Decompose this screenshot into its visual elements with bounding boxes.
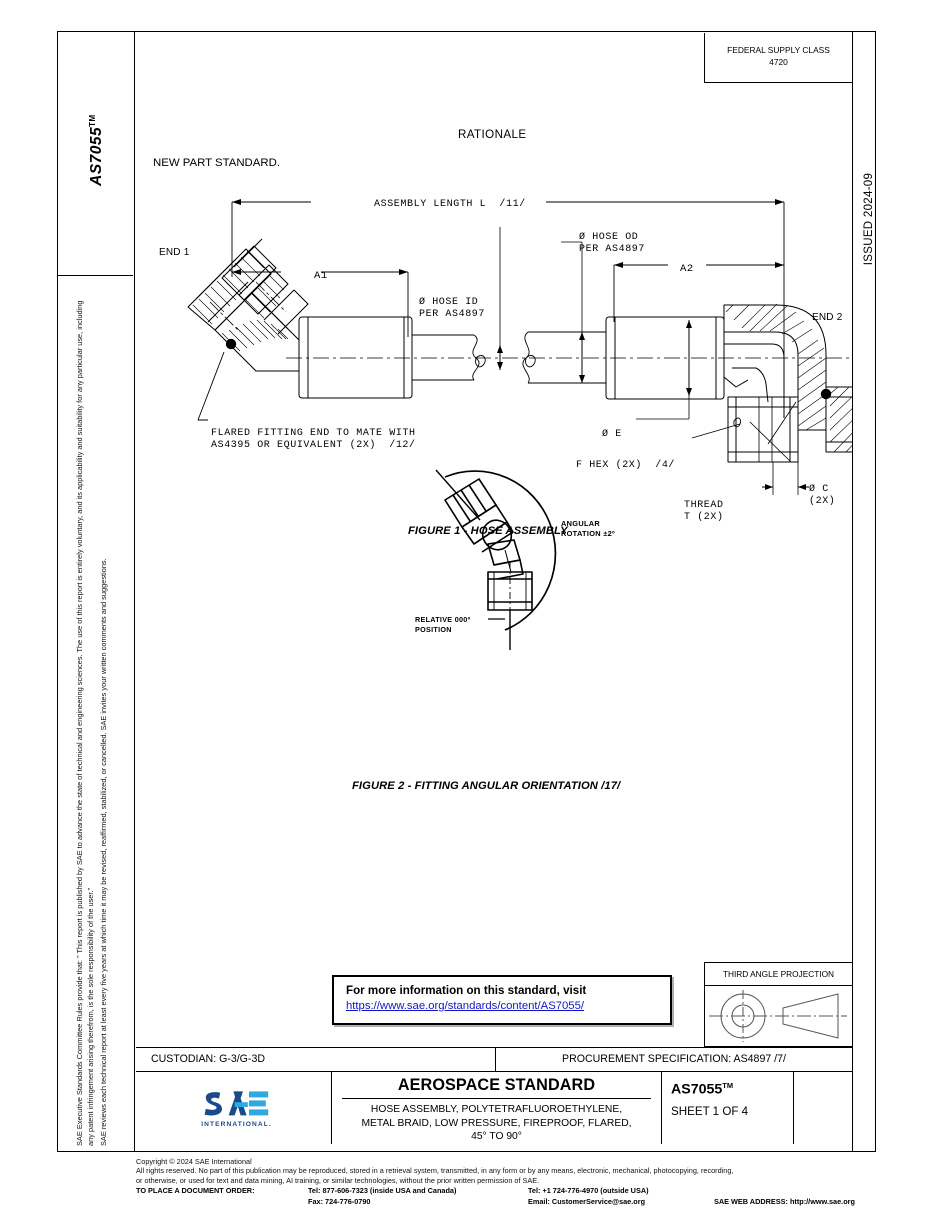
standard-url-link[interactable]: https://www.sae.org/standards/content/AS… (346, 1000, 585, 1012)
sae-logo-cell: INTERNATIONAL. (142, 1072, 332, 1144)
third-angle-projection-box: THIRD ANGLE PROJECTION (704, 962, 852, 1047)
label-flared-fitting-2: AS4395 OR EQUIVALENT (2X) /12/ (211, 440, 416, 451)
title-subtitle: HOSE ASSEMBLY, POLYTETRAFLUOROETHYLENE, … (332, 1103, 661, 1143)
drawing-canvas: FEDERAL SUPPLY CLASS 4720 RATIONALE NEW … (136, 32, 852, 1151)
more-information-box: For more information on this standard, v… (332, 975, 672, 1025)
standard-number-sidebar-box: AS7055TM (57, 31, 134, 276)
footer-order-row-1: TO PLACE A DOCUMENT ORDER: Tel: 877-606-… (136, 1186, 926, 1196)
procurement-specification-cell: PROCUREMENT SPECIFICATION: AS4897 /7/ (562, 1053, 786, 1065)
custodian-row: CUSTODIAN: G-3/G-3D PROCUREMENT SPECIFIC… (136, 1047, 852, 1072)
label-relative-position-1: RELATIVE 000º (415, 615, 471, 624)
label-angular-rotation-2: ROTATION ±2º (561, 529, 616, 538)
footer-copyright: Copyright © 2024 SAE International (136, 1157, 252, 1166)
footer-web-address: SAE WEB ADDRESS: http://www.sae.org (714, 1197, 855, 1207)
footer-tel-inside: Tel: 877-606-7323 (inside USA and Canada… (308, 1186, 457, 1196)
legal-sidebar-column: AS7055TM SAE Executive Standards Committ… (57, 31, 135, 1152)
footer-order-row-2: Fax: 724-776-0790 Email: CustomerService… (136, 1197, 926, 1207)
more-information-heading: For more information on this standard, v… (346, 984, 587, 997)
label-a1: A1 (314, 270, 328, 282)
sae-logo-icon (204, 1090, 268, 1115)
rationale-body-text: NEW PART STANDARD. (153, 157, 280, 169)
label-angular-rotation-1: ANGULAR (561, 519, 601, 528)
rationale-heading: RATIONALE (458, 128, 527, 141)
label-end-1: END 1 (159, 247, 190, 258)
figure-2-caption: FIGURE 2 - FITTING ANGULAR ORIENTATION /… (352, 780, 621, 792)
label-relative-position-2: POSITION (415, 625, 452, 634)
label-a2: A2 (680, 263, 694, 275)
document-number: AS7055TM (671, 1081, 793, 1098)
legal-paragraph-1: SAE Executive Standards Committee Rules … (75, 300, 95, 1146)
figure-1-caption: FIGURE 1 - HOSE ASSEMBLY (408, 525, 568, 537)
sheet-number: SHEET 1 OF 4 (671, 1104, 749, 1118)
subtitle-line-1: HOSE ASSEMBLY, POLYTETRAFLUOROETHYLENE, (370, 1104, 623, 1116)
title-block: INTERNATIONAL. AEROSPACE STANDARD HOSE A… (142, 1072, 852, 1144)
footer-tel-outside: Tel: +1 724-776-4970 (outside USA) (528, 1186, 649, 1196)
label-assembly-length: ASSEMBLY LENGTH L /11/ (374, 199, 526, 210)
label-hose-id-1: Ø HOSE ID (419, 297, 479, 308)
footer-legal: Copyright © 2024 SAE International All r… (136, 1157, 926, 1207)
footer-fax: Fax: 724-776-0790 (308, 1197, 371, 1207)
federal-supply-class-title: FEDERAL SUPPLY CLASS (727, 45, 830, 55)
figure-2-angular-orientation-drawing (435, 469, 557, 650)
drawing-frame (57, 31, 876, 1152)
figure-1-hose-assembly-drawing (187, 199, 852, 495)
label-hose-id-2: PER AS4897 (419, 309, 486, 320)
label-hose-od-2: PER AS4897 (579, 244, 646, 255)
standard-number-sidebar-label: AS7055TM (88, 25, 106, 275)
title-cell: AEROSPACE STANDARD HOSE ASSEMBLY, POLYTE… (332, 1072, 662, 1144)
label-hose-od-1: Ø HOSE OD (579, 232, 639, 243)
label-f-hex: F HEX (2X) /4/ (576, 460, 676, 471)
label-flared-fitting-1: FLARED FITTING END TO MATE WITH (211, 428, 416, 439)
footer-spacer (136, 1197, 308, 1207)
issued-date-label: ISSUED 2024-09 (863, 172, 875, 266)
label-end-2: END 2 (812, 312, 843, 323)
footer-email: Email: CustomerService@sae.org (528, 1197, 646, 1207)
issued-date-column: ISSUED 2024-09 (852, 31, 876, 1152)
footer-rights-line-2: or otherwise, or used for text and data … (136, 1175, 540, 1185)
label-thread-1: THREAD (684, 500, 724, 511)
document-number-text: AS7055 (671, 1081, 723, 1098)
document-number-cell: AS7055TM SHEET 1 OF 4 (662, 1072, 794, 1144)
label-diameter-e: Ø E (602, 429, 622, 440)
federal-supply-class-box: FEDERAL SUPPLY CLASS 4720 (704, 33, 852, 83)
trademark-mark: TM (87, 114, 97, 127)
label-diameter-c-2: (2X) (809, 496, 836, 507)
third-angle-projection-symbol (709, 990, 847, 1042)
footer-order-label: TO PLACE A DOCUMENT ORDER: (136, 1186, 255, 1196)
label-diameter-c-1: Ø C (809, 484, 829, 495)
standard-number-text: AS7055 (88, 126, 106, 186)
title-divider (342, 1098, 651, 1100)
document-trademark-mark: TM (722, 1081, 734, 1090)
federal-supply-class-value: 4720 (769, 56, 788, 67)
legal-paragraph-2: SAE reviews each technical report at lea… (99, 558, 108, 1146)
aerospace-standard-heading: AEROSPACE STANDARD (397, 1076, 596, 1094)
label-thread-2: T (2X) (684, 512, 724, 523)
sae-international-text: INTERNATIONAL. (201, 1120, 272, 1128)
subtitle-line-2: METAL BRAID, LOW PRESSURE, FIREPROOF, FL… (361, 1117, 632, 1129)
footer-rights-line-1: All rights reserved. No part of this pub… (136, 1166, 734, 1176)
title-block-blank-cell (794, 1072, 852, 1144)
subtitle-line-3: 45° TO 90° (471, 1130, 522, 1142)
third-angle-projection-title: THIRD ANGLE PROJECTION (705, 963, 852, 986)
custodian-cell: CUSTODIAN: G-3/G-3D (142, 1048, 496, 1071)
